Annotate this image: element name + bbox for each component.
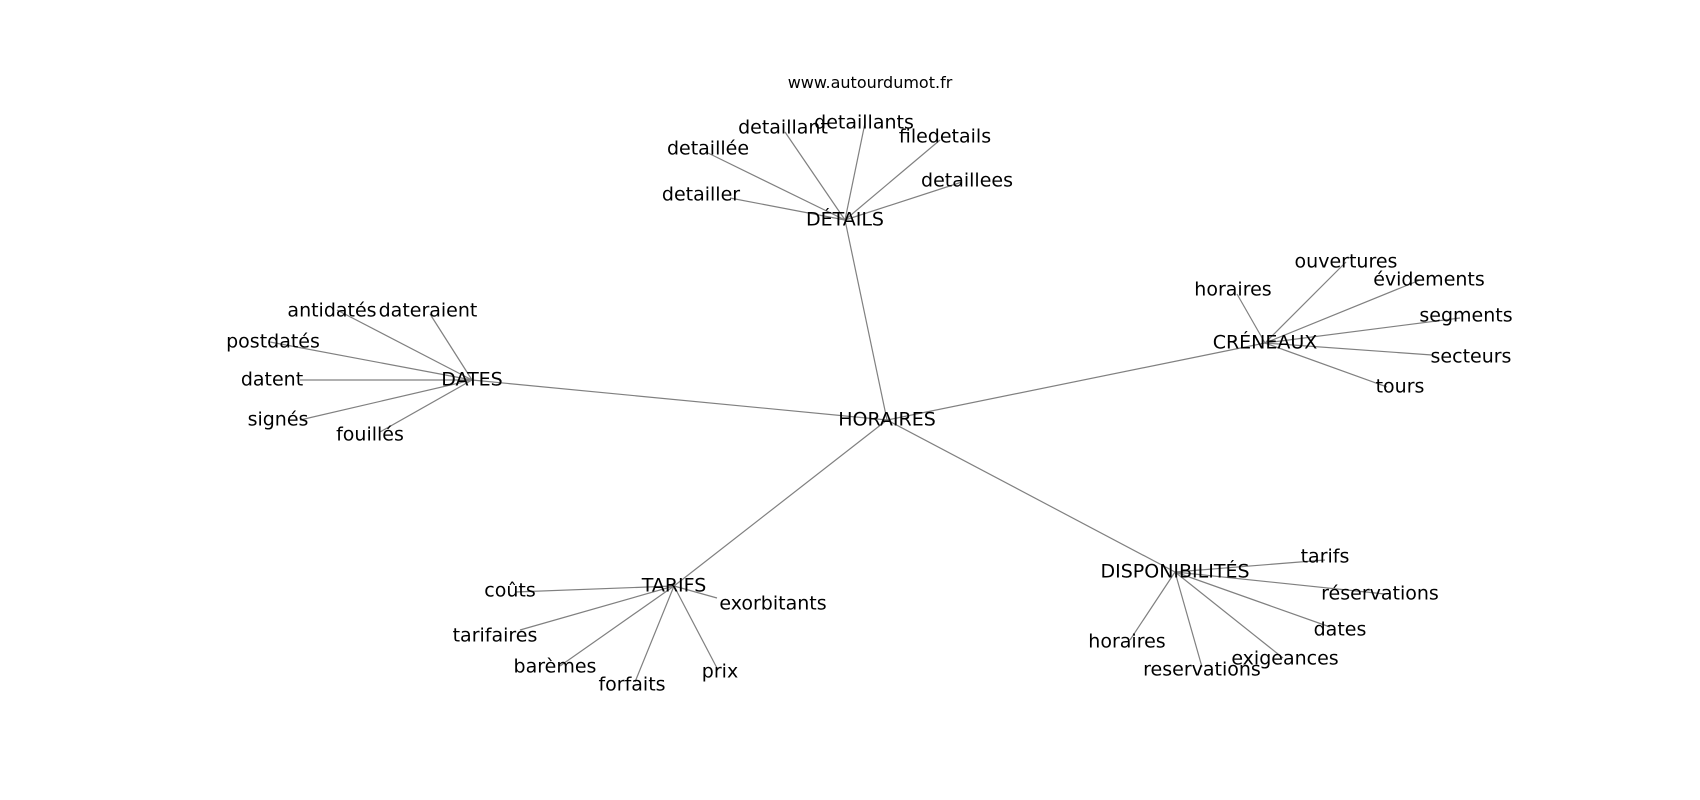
leaf-node: dates bbox=[1314, 619, 1367, 641]
edge-hub-leaf bbox=[1264, 279, 1421, 344]
leaf-node: ouvertures bbox=[1295, 251, 1398, 273]
edge-hub-leaf bbox=[1174, 559, 1326, 573]
edge-hub-leaf bbox=[844, 139, 941, 221]
edge-hub-leaf bbox=[429, 313, 473, 381]
edge-hub-leaf bbox=[1264, 342, 1433, 356]
edge-center-hub bbox=[886, 419, 1176, 573]
leaf-node: forfaits bbox=[598, 674, 665, 696]
edge-hub-leaf bbox=[1174, 571, 1331, 628]
edge-hub-leaf bbox=[1236, 293, 1266, 344]
site-label: www.autourdumot.fr bbox=[788, 73, 953, 92]
leaf-node: detailler bbox=[662, 184, 740, 206]
edge-hub-leaf bbox=[844, 122, 866, 221]
leaf-node: detaillants bbox=[814, 112, 914, 134]
edge-hub-leaf bbox=[1129, 571, 1176, 641]
edge-hub-leaf bbox=[1174, 571, 1203, 668]
leaf-node: detaillant bbox=[738, 117, 828, 139]
edge-hub-leaf bbox=[1264, 261, 1347, 344]
hub-node: DÉTAILS bbox=[806, 208, 884, 231]
leaf-node: exigeances bbox=[1231, 648, 1338, 670]
leaf-node: datent bbox=[241, 369, 303, 391]
leaf-node: barèmes bbox=[514, 656, 597, 678]
edge-hub-leaf bbox=[784, 131, 846, 221]
edge-hub-leaf bbox=[299, 379, 473, 421]
hub-node: TARIFS bbox=[641, 575, 707, 597]
leaf-node: évidements bbox=[1373, 269, 1485, 291]
edges bbox=[269, 122, 1461, 683]
edge-hub-leaf bbox=[673, 585, 719, 671]
edge-hub-leaf bbox=[514, 585, 675, 593]
leaf-node: detaillée bbox=[667, 138, 749, 160]
leaf-node: detaillees bbox=[921, 170, 1013, 192]
edge-hub-leaf bbox=[634, 585, 675, 683]
leaf-node: tarifs bbox=[1301, 546, 1350, 568]
edge-hub-leaf bbox=[269, 341, 473, 381]
leaf-node: secteurs bbox=[1431, 346, 1512, 368]
edge-hub-leaf bbox=[673, 585, 718, 599]
edge-center-hub bbox=[886, 342, 1266, 421]
edge-center-hub bbox=[673, 419, 888, 587]
leaf-node: tours bbox=[1376, 376, 1425, 398]
edge-hub-leaf bbox=[1174, 571, 1284, 659]
leaf-node: horaires bbox=[1194, 279, 1271, 301]
edge-hub-leaf bbox=[1264, 342, 1388, 388]
leaf-node: réservations bbox=[1321, 583, 1439, 605]
edge-hub-leaf bbox=[707, 152, 846, 221]
edge-hub-leaf bbox=[729, 197, 846, 221]
leaf-node: segments bbox=[1419, 305, 1512, 327]
edge-hub-leaf bbox=[1174, 571, 1386, 595]
edge-hub-leaf bbox=[844, 181, 963, 221]
hub-node: CRÉNEAUX bbox=[1213, 331, 1318, 354]
labels: www.autourdumot.fr HORAIRES DÉTAILS detail… bbox=[226, 73, 1513, 696]
leaf-node: signés bbox=[248, 409, 309, 431]
hub-node: DATES bbox=[441, 369, 503, 391]
edge-hub-leaf bbox=[519, 585, 675, 631]
edge-center-hub bbox=[471, 379, 888, 421]
leaf-node: horaires bbox=[1088, 631, 1165, 653]
edge-hub-leaf bbox=[1264, 317, 1461, 344]
edge-hub-leaf bbox=[379, 379, 473, 433]
hub-node: DISPONIBILITÉS bbox=[1100, 560, 1249, 583]
edge-center-hub bbox=[844, 219, 888, 421]
leaf-node: postdatés bbox=[226, 331, 320, 353]
edge-hub-leaf bbox=[336, 309, 473, 381]
leaf-node: filedetails bbox=[899, 126, 991, 148]
edge-hub-leaf bbox=[559, 585, 675, 667]
center-node: HORAIRES bbox=[838, 409, 936, 431]
leaf-node: tarifaires bbox=[453, 625, 538, 647]
leaf-node: exorbitants bbox=[719, 593, 826, 615]
leaf-node: reservations bbox=[1143, 659, 1261, 681]
leaf-node: coûts bbox=[484, 580, 535, 602]
leaf-node: dateraient bbox=[379, 300, 478, 322]
leaf-node: antidatés bbox=[287, 300, 376, 322]
leaf-node: fouillés bbox=[336, 424, 404, 446]
leaf-node: prix bbox=[702, 661, 738, 683]
